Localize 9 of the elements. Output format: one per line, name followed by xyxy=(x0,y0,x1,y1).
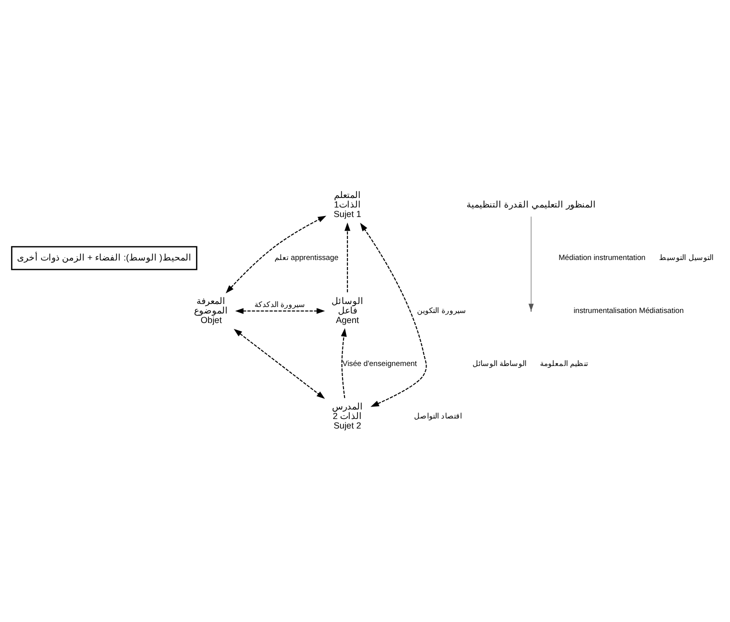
arrow xyxy=(344,222,350,292)
arrow xyxy=(360,222,427,407)
node-text: المنظور التعليمي القدرة التنظيمية xyxy=(466,200,596,210)
arrow xyxy=(234,328,325,399)
arrow xyxy=(528,216,534,312)
arrow xyxy=(226,216,326,294)
arrow xyxy=(235,308,325,314)
node-box: المحيط( الوسط): الفضاء + الزمن ذوات أخرى xyxy=(11,246,198,270)
arrow xyxy=(340,328,347,398)
